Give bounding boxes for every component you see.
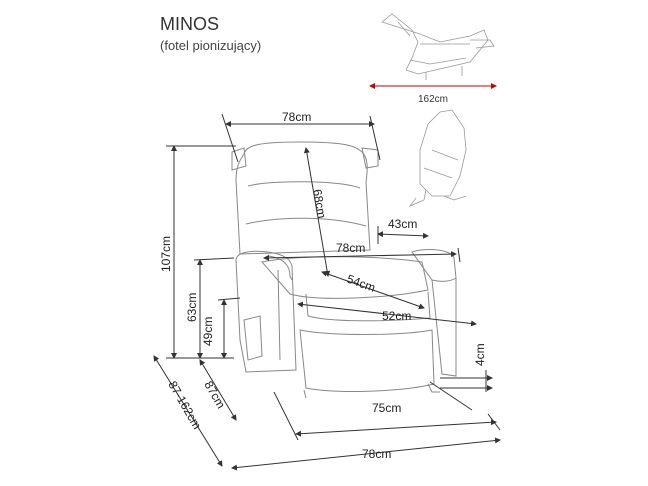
armrest-width-label: 78cm: [336, 241, 365, 255]
reclined-length-label: 162cm: [418, 94, 448, 105]
reclined-chair-sketch: [381, 13, 495, 80]
depth-label: 87cm: [201, 379, 228, 411]
chair-drawing: [231, 141, 457, 399]
back-height-label: 68cm: [310, 188, 329, 219]
width-top-label: 78cm: [282, 110, 311, 124]
arm-height-label: 63cm: [185, 293, 199, 322]
seat-height-label: 49cm: [201, 317, 215, 346]
lift-chair-sketch: [408, 109, 467, 207]
total-height-label: 107cm: [159, 236, 173, 272]
product-title: MINOS: [160, 14, 220, 34]
product-subtitle: (fotel pionizujący): [160, 38, 262, 53]
dimension-lines: [153, 113, 501, 471]
armrest-depth-label: 43cm: [388, 217, 417, 231]
base-width-label: 75cm: [372, 401, 401, 415]
leg-height-label: 4cm: [473, 343, 487, 366]
depth-range-label: 87-162cm: [165, 379, 204, 432]
bottom-width-label: 78cm: [362, 447, 391, 461]
seat-width-label: 52cm: [382, 309, 411, 323]
seat-depth-label: 54cm: [345, 272, 377, 295]
